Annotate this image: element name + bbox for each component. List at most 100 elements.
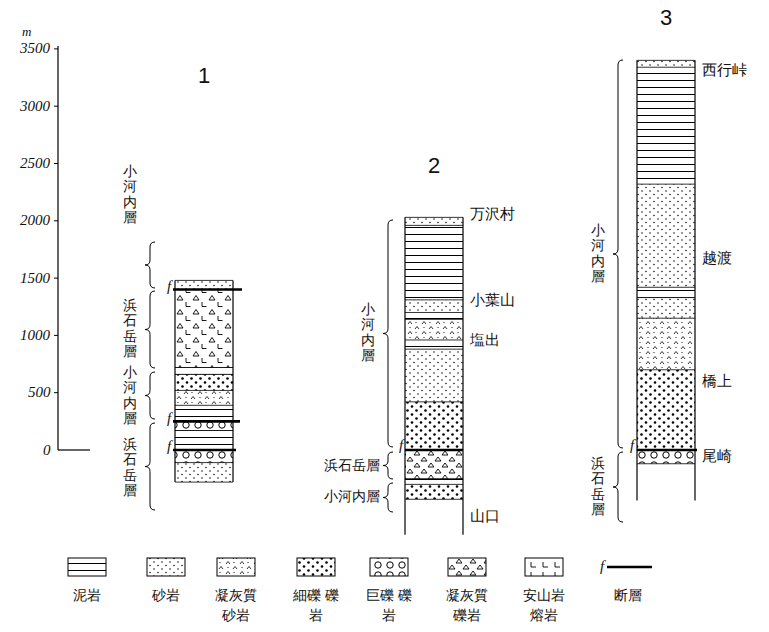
axis-label: 0	[43, 442, 51, 459]
axis-label: 1000	[20, 327, 50, 344]
formation-brace	[383, 483, 393, 512]
formation-name: 浜石岳層	[123, 298, 137, 360]
rock-layer	[405, 484, 463, 499]
axis-unit: m	[22, 24, 31, 40]
formation-name: 小河内層	[123, 164, 137, 226]
legend-swatch	[370, 558, 408, 576]
rock-layer	[637, 318, 695, 370]
formation-name: 小河内層	[591, 223, 605, 285]
column-side	[462, 217, 463, 534]
fault-line	[405, 449, 463, 452]
axis-label: 3000	[20, 98, 50, 115]
legend-fault-line	[607, 566, 652, 569]
legend-swatch	[448, 558, 486, 576]
fault-mark: f	[167, 438, 171, 455]
rock-layer	[175, 431, 233, 450]
rock-layer	[405, 450, 463, 479]
legend-swatch	[147, 558, 185, 576]
rock-layer	[405, 225, 463, 299]
formation-name: 小河内層	[361, 302, 375, 364]
column-number: 1	[198, 63, 210, 89]
legend-fault-mark: f	[600, 558, 604, 575]
axis-tick	[54, 278, 58, 279]
legend-text: 凝灰質 礫岩	[439, 586, 495, 625]
legend-text: 砂岩	[138, 586, 194, 606]
locality-name: 尾崎	[702, 447, 732, 466]
fault-line	[173, 449, 236, 452]
rock-layer	[175, 280, 233, 289]
column-number: 2	[428, 153, 440, 179]
locality-name: 小葉山	[470, 291, 515, 310]
formation-brace	[145, 242, 155, 288]
rock-layer	[175, 463, 233, 482]
legend-text: 泥岩	[59, 586, 115, 606]
layer-boundary	[175, 367, 233, 368]
axis-tick	[54, 220, 58, 221]
layer-boundary	[405, 478, 463, 479]
legend-text: 凝灰質 砂岩	[208, 586, 264, 625]
layer-boundary	[405, 299, 463, 300]
rock-layer	[175, 450, 233, 463]
rock-layer	[637, 450, 695, 464]
layer-boundary	[405, 499, 463, 500]
column-number: 3	[660, 5, 672, 31]
legend-swatch	[297, 558, 335, 576]
axis-label: 2500	[20, 155, 50, 172]
axis-label: 2000	[20, 212, 50, 229]
legend-text: 断層	[600, 586, 656, 606]
layer-boundary	[637, 297, 695, 298]
rock-layer	[175, 421, 233, 430]
column-side	[174, 280, 175, 482]
rock-layer	[175, 390, 233, 405]
layer-boundary	[405, 484, 463, 485]
column-side	[404, 217, 405, 534]
rock-layer	[637, 287, 695, 297]
axis-label: 1500	[20, 270, 50, 287]
layer-boundary	[405, 349, 463, 350]
rock-layer	[405, 312, 463, 319]
layer-boundary	[637, 67, 695, 68]
fault-mark: f	[167, 410, 171, 427]
legend-swatch	[217, 558, 255, 576]
layer-boundary	[405, 217, 463, 218]
rock-layer	[637, 298, 695, 319]
layer-boundary	[175, 430, 233, 431]
axis-tick	[54, 335, 58, 336]
axis-label: 500	[28, 384, 51, 401]
column-side	[232, 280, 233, 482]
axis-label: 3500	[20, 40, 50, 57]
rock-layer	[405, 479, 463, 485]
legend-text: 細礫 礫岩	[288, 586, 344, 625]
axis-tick	[54, 48, 58, 49]
layer-boundary	[175, 374, 233, 375]
formation-brace	[383, 452, 393, 479]
axis-tick	[54, 392, 58, 393]
formation-brace	[383, 220, 393, 447]
layer-boundary	[175, 482, 233, 483]
formation-brace	[145, 423, 155, 510]
layer-boundary	[405, 401, 463, 402]
formation-name: 浜石岳層	[591, 456, 605, 518]
layer-boundary	[637, 318, 695, 319]
locality-name: 西行峠	[702, 61, 747, 80]
locality-name: 万沢村	[470, 205, 515, 224]
axis-tick	[54, 106, 58, 107]
fault-line	[173, 288, 242, 291]
layer-boundary	[175, 462, 233, 463]
layer-boundary	[405, 312, 463, 313]
rock-layer	[405, 300, 463, 313]
layer-boundary	[175, 390, 233, 391]
layer-boundary	[637, 287, 695, 288]
locality-name: 塩出	[470, 331, 500, 350]
rock-layer	[405, 402, 463, 450]
rock-layer	[405, 349, 463, 402]
formation-brace	[145, 291, 155, 368]
layer-boundary	[637, 184, 695, 185]
rock-layer	[175, 290, 233, 368]
zero-line	[58, 449, 90, 450]
locality-name: 橋上	[702, 372, 732, 391]
layer-boundary	[405, 225, 463, 226]
rock-layer	[405, 319, 463, 340]
formation-name: 浜石岳層	[324, 457, 380, 475]
